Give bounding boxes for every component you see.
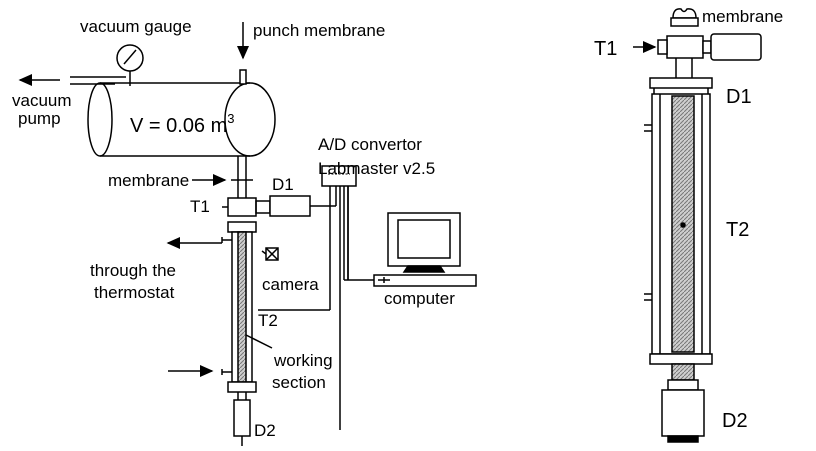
computer-keyboard	[373, 274, 477, 287]
label-t1-left: T1	[190, 197, 210, 216]
right-membrane-cap	[672, 8, 697, 19]
label-t2-left: T2	[258, 311, 278, 330]
d1-sensor	[269, 195, 311, 217]
right-d1-sensor	[710, 33, 762, 61]
d2-sensor	[233, 399, 251, 437]
right-d2-sensor	[661, 389, 705, 437]
label-d2-left: D2	[254, 421, 276, 440]
label-t2-right: T2	[726, 219, 749, 241]
right-t1-junction	[666, 35, 704, 59]
label-labmaster: Labmaster v2.5	[318, 159, 435, 178]
label-working: working	[273, 351, 333, 370]
label-d1-right: D1	[726, 86, 752, 108]
label-d1-left: D1	[272, 175, 294, 194]
vacuum-tank	[100, 82, 250, 157]
label-membrane-left: membrane	[108, 171, 189, 190]
label-computer: computer	[384, 289, 455, 308]
right-schematic	[633, 8, 762, 443]
label-pump: pump	[18, 109, 61, 128]
label-t1-right: T1	[594, 38, 617, 60]
left-labels: vacuum gauge punch membrane vacuum pump …	[12, 17, 455, 440]
t1-junction	[227, 197, 257, 217]
label-vacuum: vacuum	[12, 91, 72, 110]
label-d2-right: D2	[722, 410, 748, 432]
label-punch-membrane: punch membrane	[253, 21, 385, 40]
label-camera: camera	[262, 275, 319, 294]
right-labels: membrane T1 D1 T2 D2	[594, 7, 783, 432]
label-volume: V = 0.06 m3	[130, 111, 235, 137]
label-thermostat: thermostat	[94, 283, 175, 302]
ad-convertor	[321, 165, 357, 187]
label-vacuum-gauge: vacuum gauge	[80, 17, 192, 36]
label-section: section	[272, 373, 326, 392]
label-through-the: through the	[90, 261, 176, 280]
left-schematic	[18, 22, 477, 446]
label-membrane-right: membrane	[702, 7, 783, 26]
label-ad-convertor: A/D convertor	[318, 135, 422, 154]
